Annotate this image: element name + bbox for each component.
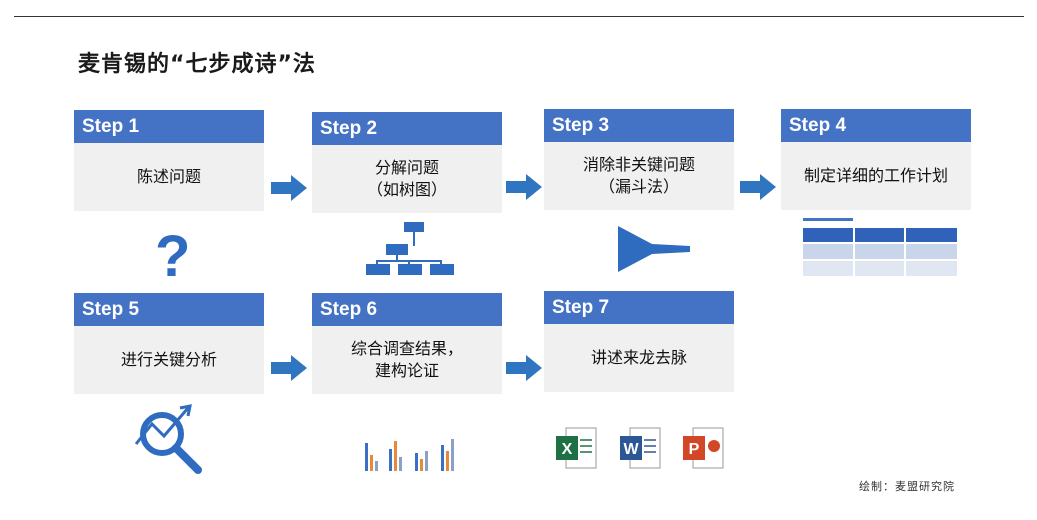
arrow-right-icon — [740, 174, 776, 200]
step-label: Step 2 — [312, 112, 502, 145]
page-title: 麦肯锡的“七步成诗”法 — [78, 52, 316, 77]
step-text-line: 讲述来龙去脉 — [590, 348, 687, 367]
arrow-right-icon — [271, 175, 307, 201]
step-card-1: Step 1 陈述问题 — [74, 110, 264, 211]
step-text-line: 消除非关键问题 — [582, 155, 695, 174]
step-text-line: （如树图） — [366, 180, 447, 199]
step-text: 陈述问题 — [74, 143, 264, 211]
step-text-line: 陈述问题 — [136, 167, 201, 186]
table-plan-icon — [803, 218, 957, 276]
step-card-7: Step 7 讲述来龙去脉 — [544, 291, 734, 392]
step-card-6: Step 6 综合调查结果， 建构论证 — [312, 293, 502, 394]
step-text: 讲述来龙去脉 — [544, 324, 734, 392]
step-label: Step 6 — [312, 293, 502, 326]
step-text-line: 建构论证 — [374, 361, 439, 380]
step-label: Step 1 — [74, 110, 264, 143]
step-card-2: Step 2 分解问题 （如树图） — [312, 112, 502, 213]
step-text: 综合调查结果， 建构论证 — [312, 326, 502, 394]
step-card-4: Step 4 制定详细的工作计划 — [781, 109, 971, 210]
arrow-right-icon — [271, 355, 307, 381]
powerpoint-icon: P — [683, 427, 724, 469]
bar-chart-icon — [365, 439, 454, 471]
step-card-3: Step 3 消除非关键问题 （漏斗法） — [544, 109, 734, 210]
arrow-right-icon — [506, 355, 542, 381]
credit-text: 绘制：麦盟研究院 — [859, 480, 955, 493]
word-letter: W — [623, 441, 639, 458]
step-label: Step 7 — [544, 291, 734, 324]
step-text: 分解问题 （如树图） — [312, 145, 502, 213]
arrow-right-icon — [506, 174, 542, 200]
step-label: Step 4 — [781, 109, 971, 142]
step-text-line: 分解问题 — [374, 158, 439, 177]
step-text-line: 综合调查结果， — [350, 339, 463, 358]
word-icon: W — [620, 427, 661, 469]
question-mark-icon: ? — [155, 224, 191, 289]
step-text-line: 制定详细的工作计划 — [803, 166, 948, 185]
step-text-line: （漏斗法） — [598, 177, 679, 196]
step-text: 消除非关键问题 （漏斗法） — [544, 142, 734, 210]
tree-diagram-icon — [366, 222, 454, 275]
funnel-icon — [618, 226, 690, 272]
top-divider — [14, 16, 1024, 17]
step-text: 制定详细的工作计划 — [781, 142, 971, 210]
step-text: 进行关键分析 — [74, 326, 264, 394]
excel-icon: X — [556, 427, 597, 469]
magnifier-trend-icon — [134, 404, 202, 474]
step-text-line: 进行关键分析 — [120, 350, 217, 369]
excel-letter: X — [562, 441, 573, 458]
powerpoint-letter: P — [689, 441, 700, 458]
step-label: Step 3 — [544, 109, 734, 142]
step-card-5: Step 5 进行关键分析 — [74, 293, 264, 394]
step-label: Step 5 — [74, 293, 264, 326]
